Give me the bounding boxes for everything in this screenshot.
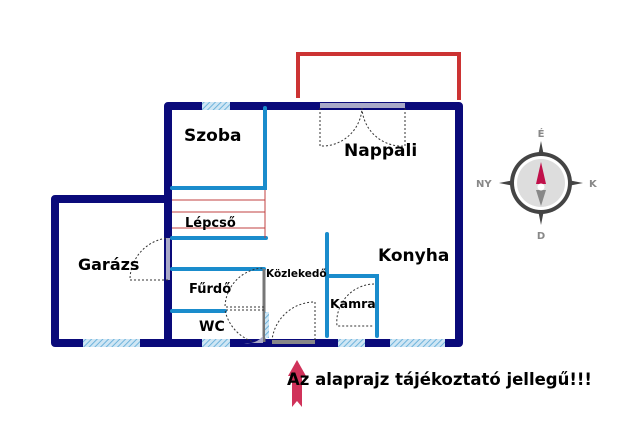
- garage-door[interactable]: [166, 238, 170, 280]
- windows: [83, 102, 445, 347]
- door-swings: [129, 107, 406, 344]
- room-label-konyha: Konyha: [378, 246, 449, 266]
- wc-door-leaf: [244, 336, 263, 344]
- room-label-nappali: Nappali: [344, 141, 417, 161]
- compass-north: É: [538, 127, 545, 140]
- room-label-kozlekedo: Közlekedő: [266, 268, 327, 280]
- compass-east: K: [589, 179, 598, 190]
- compass-south: D: [537, 231, 545, 242]
- compass-west: NY: [476, 179, 492, 190]
- entrance-door[interactable]: [272, 340, 315, 344]
- room-label-garazs: Garázs: [78, 255, 139, 274]
- room-label-szoba: Szoba: [184, 126, 241, 146]
- interior-walls: [170, 106, 379, 338]
- room-label-lepcso: Lépcső: [185, 216, 236, 231]
- room-label-wc: WC: [199, 319, 225, 335]
- room-label-furdo: Fűrdő: [189, 282, 231, 297]
- compass-icon: É D K NY: [476, 127, 598, 242]
- balcony-door[interactable]: [320, 103, 405, 108]
- arrow-up-icon: [288, 360, 306, 407]
- staircase: [172, 190, 266, 238]
- balcony-railing: [296, 52, 461, 100]
- room-label-kamra: Kamra: [330, 296, 376, 311]
- disclaimer-text: Az alaprajz tájékoztató jellegű!!!: [287, 370, 592, 389]
- wc-window: [265, 312, 269, 338]
